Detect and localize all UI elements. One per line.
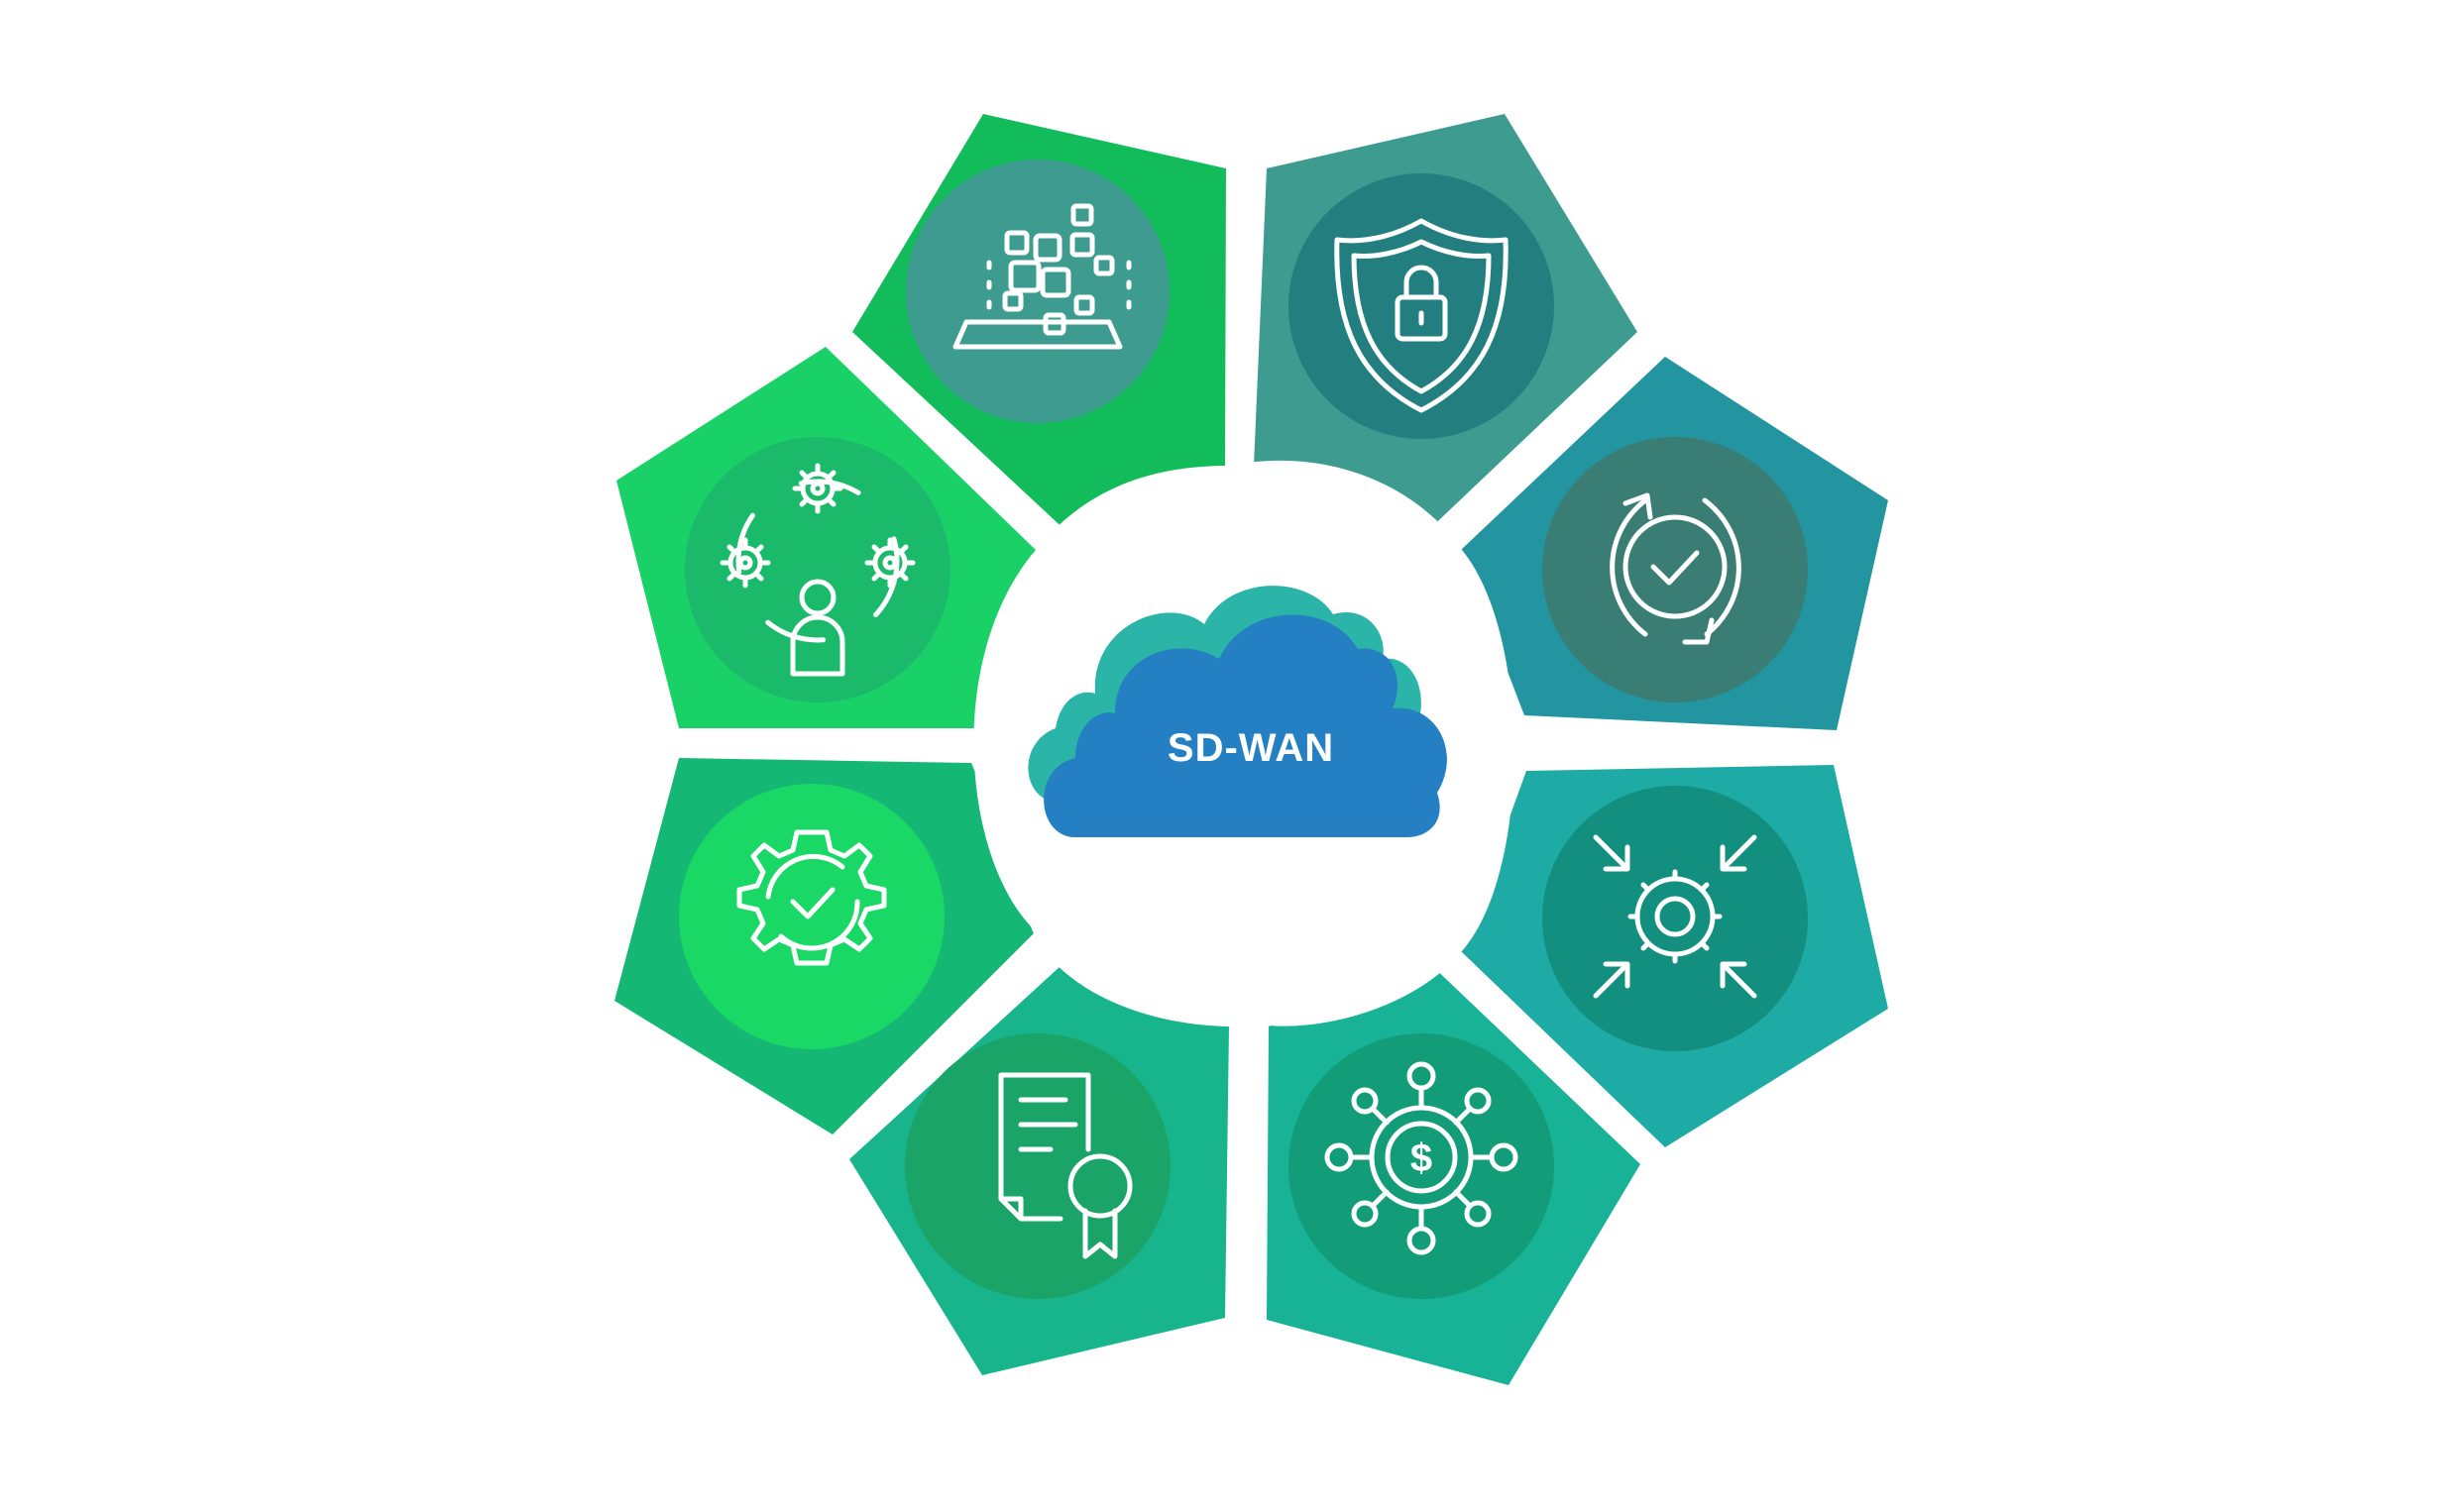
- center-label: SD-WAN: [1168, 726, 1334, 770]
- gear-check-icon: [736, 829, 887, 966]
- user-gears-icon: [723, 466, 913, 677]
- segment-sync: [1461, 357, 1888, 730]
- icon-circle: [1542, 786, 1808, 1051]
- segment-security: [1254, 114, 1637, 535]
- segment-automation: [615, 758, 1041, 1134]
- icon-circle: [679, 784, 945, 1049]
- dollar-network-icon: $: [1324, 1061, 1518, 1255]
- certificate-icon: [998, 1072, 1133, 1259]
- svg-text:$: $: [1410, 1136, 1432, 1180]
- cloud-front: [1044, 614, 1447, 837]
- server-blocks-icon: [952, 203, 1132, 350]
- icon-circle: [905, 1033, 1171, 1299]
- segment-management: [616, 347, 1036, 728]
- gear-arrows-icon: [1593, 834, 1757, 999]
- segment-infrastructure: [852, 114, 1226, 535]
- segment-integration: [1461, 765, 1888, 1147]
- sync-check-icon: [1610, 492, 1741, 645]
- segment-cost: $: [1267, 961, 1640, 1385]
- icon-circle: [1288, 173, 1554, 439]
- shield-lock-icon: [1334, 218, 1509, 413]
- icon-circle: [1542, 437, 1808, 702]
- icon-circle: [685, 437, 950, 702]
- cloud-icon: SD-WAN: [1028, 586, 1447, 837]
- segment-compliance: [849, 966, 1229, 1375]
